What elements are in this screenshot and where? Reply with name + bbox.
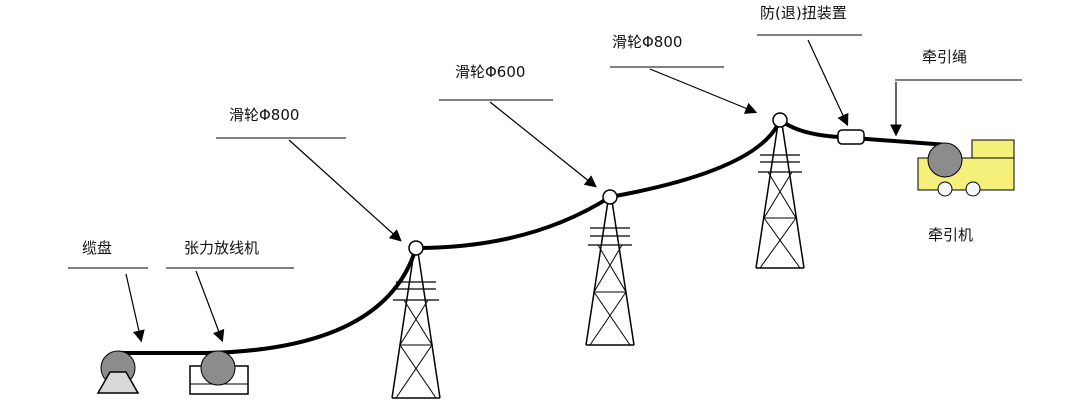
conductor-cable bbox=[118, 116, 949, 355]
label-pulley-1: 滑轮Φ800 bbox=[229, 106, 299, 124]
cable-drum bbox=[96, 350, 140, 394]
pulley-3 bbox=[772, 112, 788, 128]
label-tensioner: 张力放线机 bbox=[184, 239, 259, 257]
arrow-tensioner bbox=[195, 270, 225, 343]
puller-machine bbox=[917, 139, 1015, 197]
label-pulley-2: 滑轮Φ600 bbox=[455, 63, 525, 81]
arrow-cable-drum bbox=[125, 273, 145, 343]
pulley-2 bbox=[602, 189, 618, 205]
pulley-1 bbox=[408, 240, 424, 256]
tower-3 bbox=[755, 123, 805, 269]
arrow-pulley-3 bbox=[649, 68, 758, 114]
arrow-pulley-1 bbox=[288, 139, 402, 242]
tower-2 bbox=[585, 200, 635, 346]
label-puller: 牵引机 bbox=[928, 226, 973, 244]
tower-1 bbox=[391, 251, 441, 399]
label-cable-drum: 缆盘 bbox=[82, 239, 112, 257]
label-traction-rope: 牵引绳 bbox=[922, 48, 967, 66]
anti-twist-device bbox=[837, 129, 865, 145]
arrow-pulley-2 bbox=[489, 101, 597, 188]
tensioner-machine bbox=[189, 350, 249, 395]
arrow-anti-twist bbox=[807, 39, 849, 127]
label-anti-twist: 防(退)扭装置 bbox=[760, 4, 847, 22]
label-pulley-3: 滑轮Φ800 bbox=[612, 33, 682, 51]
